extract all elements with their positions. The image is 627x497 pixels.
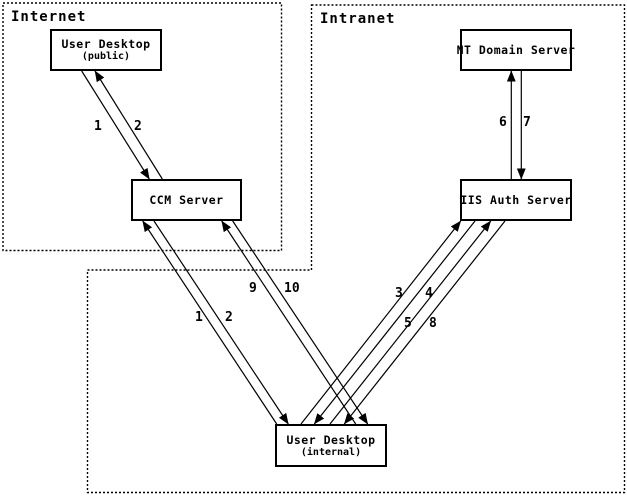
edge-label-4: 4 [425, 286, 433, 301]
intranet-zone-border [86, 4, 626, 494]
edge-10-ccm-to-internal-desktop [232, 220, 369, 425]
node-subtitle: (public) [81, 51, 131, 62]
edge-label-2-public: 2 [134, 119, 142, 134]
node-title: CCM Server [149, 192, 224, 207]
edge-label-2-internal: 2 [225, 310, 233, 325]
node-subtitle: (internal) [300, 446, 362, 458]
edge-2-ccm-to-public-desktop [94, 70, 163, 180]
edge-9-internal-desktop-to-ccm [221, 220, 357, 425]
edge-label-3: 3 [395, 286, 403, 301]
edge-label-8: 8 [429, 316, 437, 331]
node-title: IIS Auth Server [460, 192, 572, 207]
edge-label-7: 7 [523, 115, 531, 130]
node-title: User Desktop [286, 432, 376, 447]
edge-1-internal-desktop-to-ccm [142, 220, 278, 425]
node-title: User Desktop [61, 37, 151, 51]
node-title: NT Domain Server [456, 42, 576, 57]
edge-label-9: 9 [249, 281, 257, 296]
internet-zone-border [2, 2, 283, 252]
edge-label-6: 6 [499, 115, 507, 130]
internet-zone-label: Internet [11, 9, 87, 25]
edge-label-1-internal: 1 [195, 310, 203, 325]
node-user-desktop-internal: User Desktop (internal) [275, 424, 387, 467]
node-ccm-server: CCM Server [131, 179, 242, 221]
edge-label-5: 5 [404, 316, 412, 331]
edge-1-public-desktop-to-ccm [81, 70, 150, 180]
edge-label-1-public: 1 [94, 119, 102, 134]
edge-2-ccm-to-internal-desktop [153, 220, 289, 425]
node-nt-domain-server: NT Domain Server [457, 29, 575, 71]
edge-5-internal-desktop-to-iis [329, 220, 492, 425]
edge-4-iis-to-internal-desktop [313, 220, 476, 425]
edge-label-10: 10 [284, 281, 300, 296]
intranet-zone-label: Intranet [320, 11, 396, 27]
node-iis-auth-server: IIS Auth Server [460, 179, 572, 221]
edge-8-iis-to-internal-desktop [343, 220, 506, 425]
edge-3-internal-desktop-to-iis [300, 220, 462, 425]
node-user-desktop-public: User Desktop (public) [50, 29, 162, 71]
